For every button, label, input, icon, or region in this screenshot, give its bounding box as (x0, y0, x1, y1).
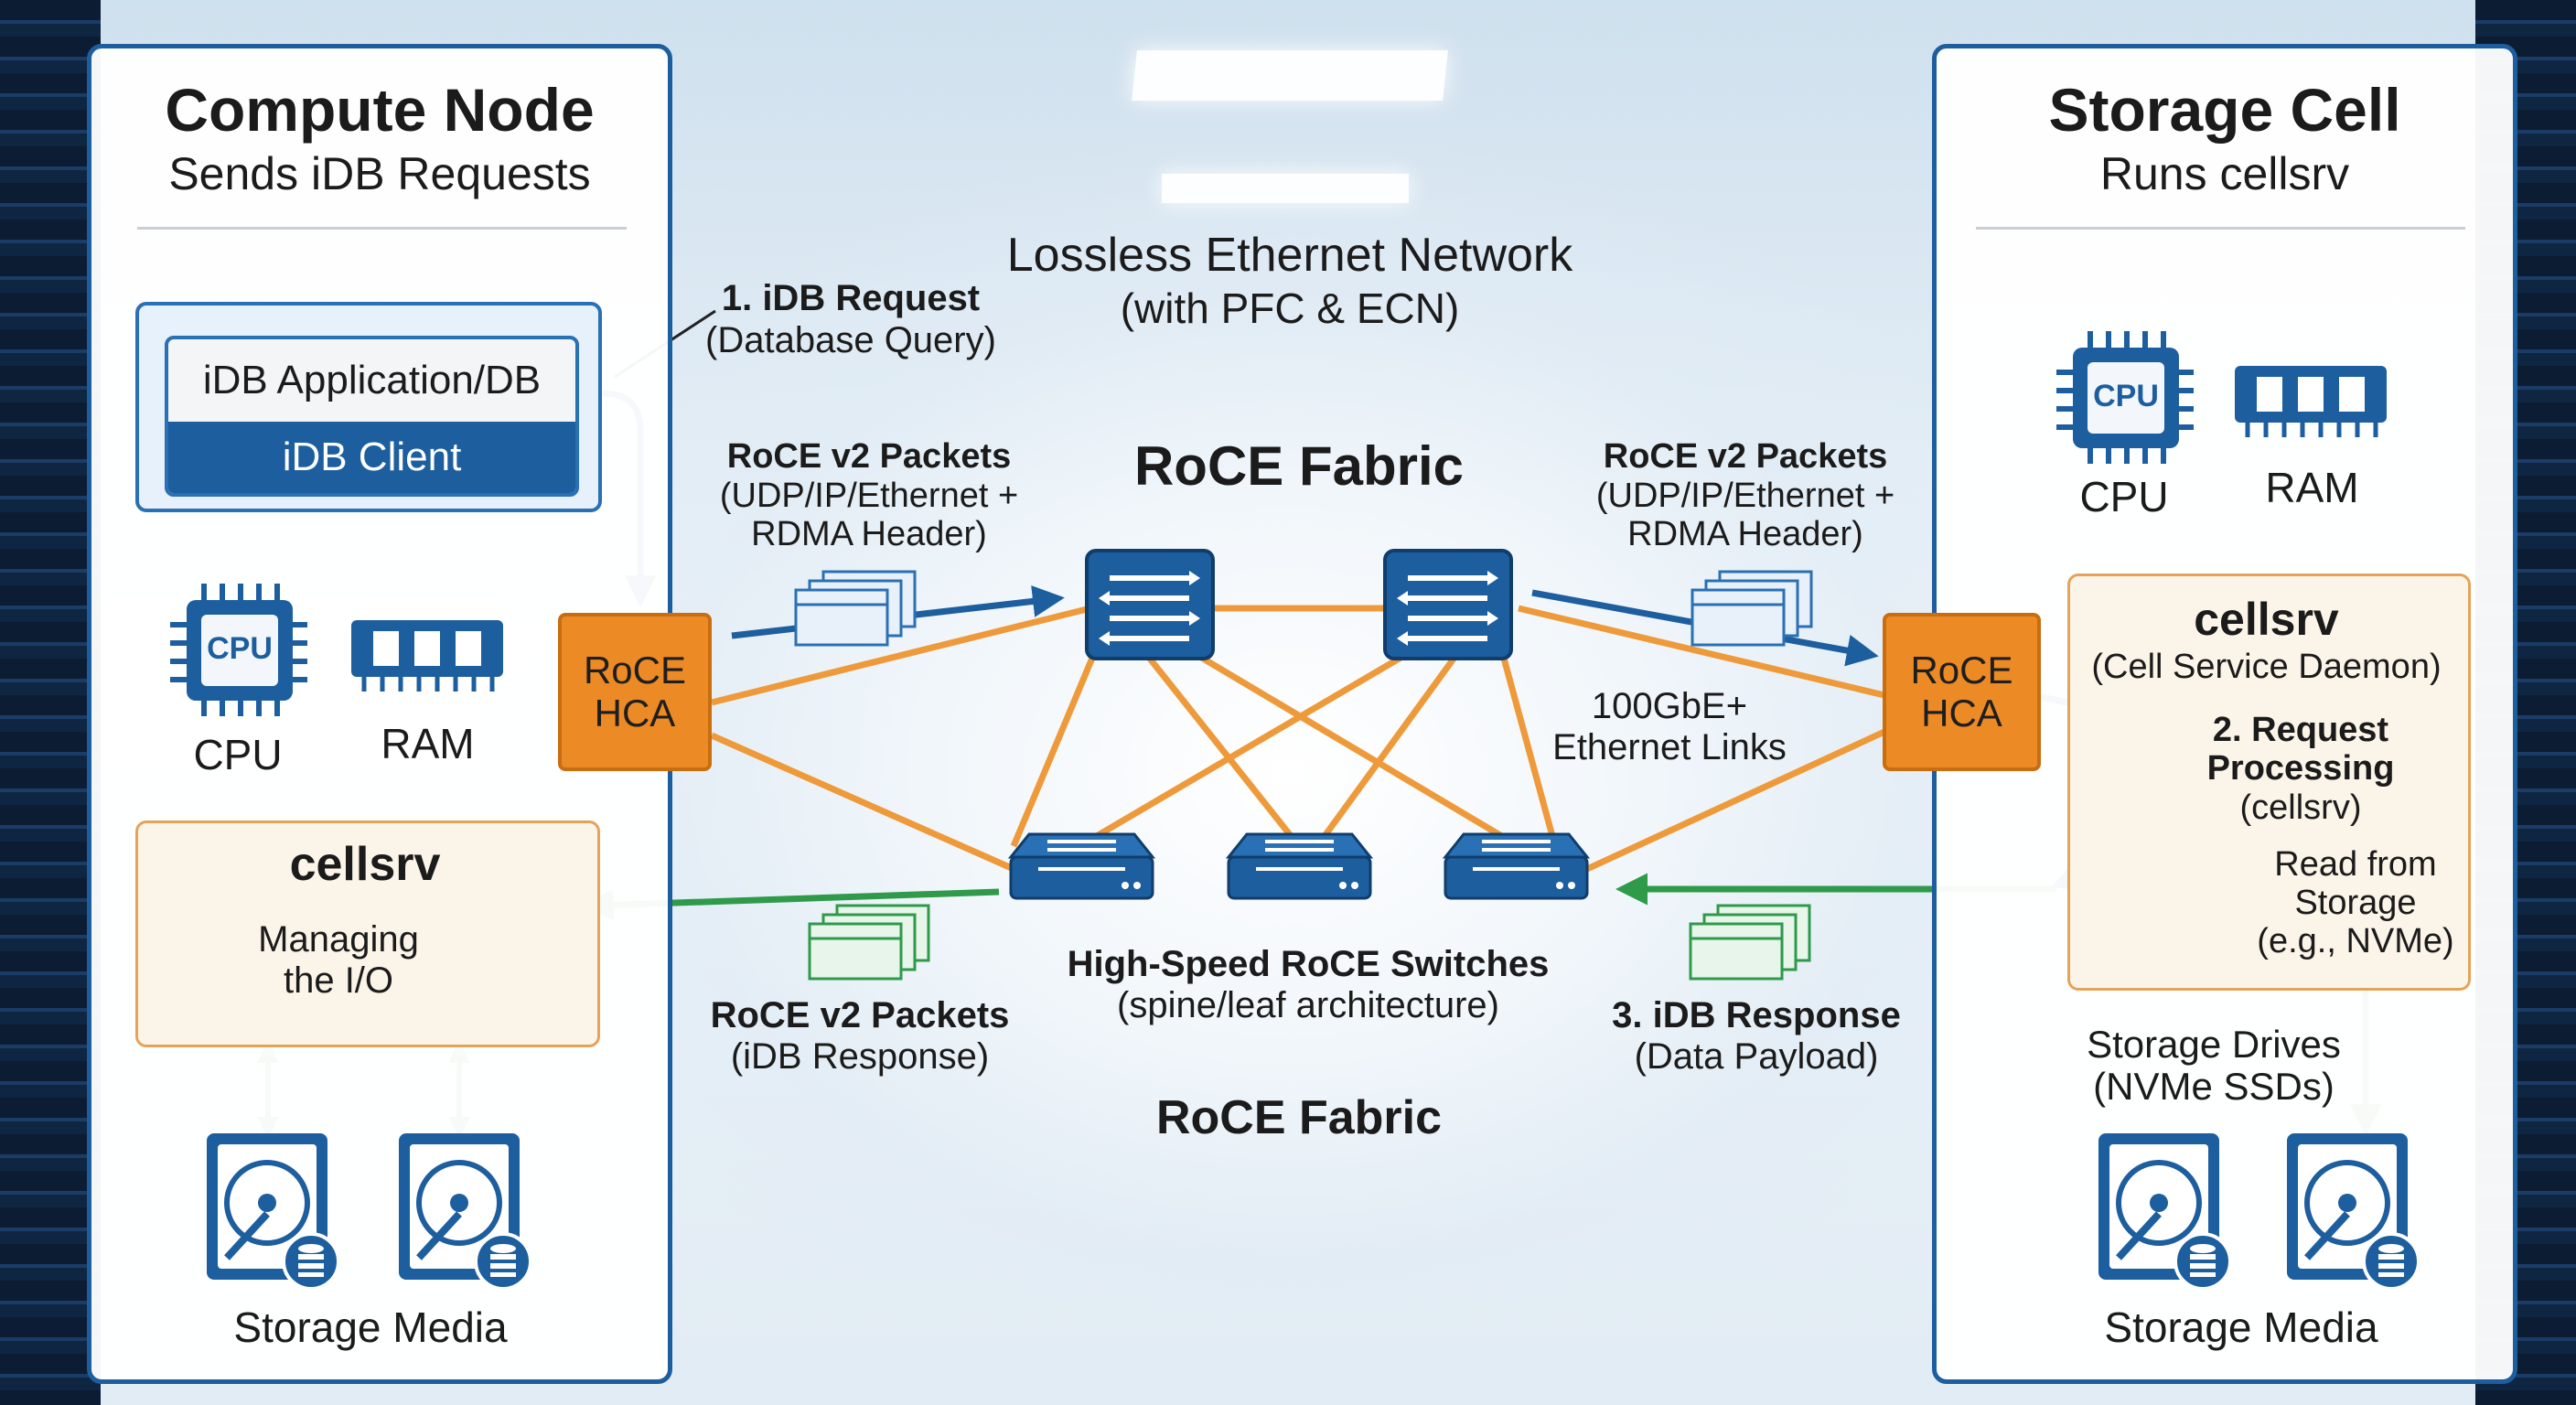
step1-title: 1. iDB Request (721, 278, 981, 318)
read-line1: Read from (2274, 845, 2437, 884)
cpu-icon (170, 584, 307, 716)
hca-label-line2: HCA (1921, 691, 2002, 735)
ram-label: RAM (381, 720, 475, 767)
compute-node-title: Compute Node (165, 76, 595, 144)
right-packets-title: RoCE v2 Packets (1603, 437, 1888, 476)
compute-cellsrv-title: cellsrv (289, 838, 441, 891)
idb-client-bar (168, 422, 575, 493)
right-packets-line3: RDMA Header) (1627, 515, 1863, 553)
storage-cellsrv-title: cellsrv (2194, 594, 2339, 645)
response-packets-title: RoCE v2 Packets (710, 995, 1010, 1035)
idb-client-label: iDB Client (282, 434, 462, 479)
ethernet-links (710, 605, 1886, 873)
compute-cellsrv-desc-1: Managing (258, 919, 419, 960)
step2-line2: Processing (2206, 749, 2395, 788)
read-line3: (e.g., NVMe) (2257, 922, 2454, 960)
storage-drives-line2: (NVMe SSDs) (2093, 1065, 2334, 1108)
packet-stack-right (1690, 570, 1813, 647)
fabric-label-bottom: RoCE Fabric (1155, 1091, 1443, 1144)
links-line2: Ethernet Links (1552, 727, 1787, 767)
leaf-switch-1 (1007, 832, 1156, 900)
hard-drive-icon (207, 1133, 340, 1291)
right-packets-line2: (UDP/IP/Ethernet + (1595, 477, 1895, 515)
left-packets-line3: RDMA Header) (751, 515, 987, 553)
hard-drive-icon (399, 1133, 532, 1291)
ram-icon (351, 620, 503, 692)
step2-line3: (cellsrv) (2239, 788, 2362, 827)
step3-title: 3. iDB Response (1612, 995, 1901, 1035)
ceiling-light (1162, 174, 1409, 203)
storage-cellsrv-subtitle: (Cell Service Daemon) (2091, 648, 2442, 686)
storage-ram-label: RAM (2265, 464, 2359, 511)
hard-drive-icon (2287, 1133, 2420, 1291)
storage-drives-line1: Storage Drives (2087, 1023, 2341, 1066)
hca-label-line2: HCA (594, 691, 676, 735)
leaf-switch-2 (1225, 832, 1374, 900)
storage-cpu-label: CPU (2079, 473, 2169, 520)
fabric-label-top: RoCE Fabric (1133, 435, 1465, 497)
packet-stack-left (794, 570, 917, 647)
idb-app-card: iDB Application/DB iDB Client (165, 336, 579, 497)
storage-media-label: Storage Media (2104, 1303, 2378, 1351)
step3-subtitle: (Data Payload) (1634, 1036, 1879, 1077)
server-rack-left (0, 0, 101, 1405)
hard-drive-icon (2098, 1133, 2232, 1291)
spine-switch-1 (1085, 549, 1215, 660)
switches-subtitle: (spine/leaf architecture) (1117, 985, 1499, 1025)
step1-subtitle: (Database Query) (705, 320, 996, 360)
ram-icon (2235, 366, 2387, 437)
compute-cellsrv-box (135, 820, 600, 1047)
storage-cell-subtitle: Runs cellsrv (2099, 148, 2350, 199)
network-subtitle: (with PFC & ECN) (1120, 284, 1460, 332)
compute-storage-label: Storage Media (233, 1303, 508, 1351)
links-line1: 100GbE+ (1591, 686, 1748, 726)
left-packets-title: RoCE v2 Packets (726, 437, 1012, 476)
hca-label-line1: RoCE (583, 649, 687, 692)
divider (1976, 227, 2465, 230)
response-packets-subtitle: (iDB Response) (730, 1036, 990, 1077)
left-packets-line2: (UDP/IP/Ethernet + (719, 477, 1019, 515)
storage-cell-title: Storage Cell (2048, 76, 2401, 144)
cpu-chip-label: CPU (2093, 379, 2159, 413)
idb-application-label: iDB Application/DB (202, 358, 542, 402)
divider (137, 227, 627, 230)
packet-stack-response-left (808, 904, 930, 981)
step2-line1: 2. Request (2212, 711, 2389, 749)
leaf-switch-3 (1442, 832, 1591, 900)
cpu-label: CPU (193, 731, 283, 778)
network-title: Lossless Ethernet Network (1006, 229, 1573, 282)
packet-stack-response-right (1689, 904, 1811, 981)
switches-title: High-Speed RoCE Switches (1067, 944, 1550, 984)
storage-cellsrv-box (2067, 574, 2471, 991)
cpu-icon (2056, 331, 2194, 464)
compute-cellsrv-desc-2: the I/O (283, 960, 394, 1001)
compute-node-subtitle: Sends iDB Requests (168, 148, 591, 199)
read-line2: Storage (2294, 884, 2417, 922)
hca-label-line1: RoCE (1910, 649, 2013, 692)
spine-switch-2 (1383, 549, 1513, 660)
cpu-chip-label: CPU (207, 631, 273, 666)
